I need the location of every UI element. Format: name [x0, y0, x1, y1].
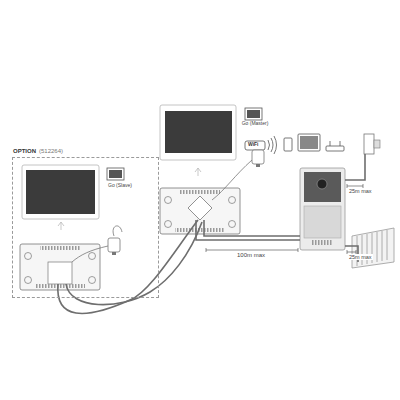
slave-monitor: [22, 165, 99, 230]
door-station: [300, 168, 345, 250]
power-adapter: [212, 150, 264, 200]
master-monitor: [160, 105, 236, 176]
option-code: (512264): [39, 148, 63, 154]
electric-strike: [364, 134, 380, 154]
wifi-logo: WiFi: [247, 142, 260, 148]
monitor-caption: Go (Slave): [105, 183, 135, 193]
region-heading: OPTION(512264): [13, 148, 63, 155]
icon-caption: Go (Slave): [105, 183, 135, 189]
monitor-icon: [245, 108, 262, 120]
dimension-label: 25m max: [348, 188, 373, 194]
bus-wires: [58, 154, 365, 313]
wall-bracket: [20, 244, 100, 290]
monitor-caption: Go (Master): [240, 121, 270, 131]
dimension-label: 25m max: [348, 254, 373, 260]
monitor-icon: [107, 168, 124, 180]
dimension-lines: [206, 184, 363, 254]
power-adapter: [72, 226, 122, 262]
dimension-label: 100m max: [236, 252, 266, 259]
icon-caption: Go (Master): [240, 121, 270, 127]
option-region: OPTION(512264)Go (Slave): [12, 157, 159, 298]
option-word: OPTION: [13, 148, 36, 154]
